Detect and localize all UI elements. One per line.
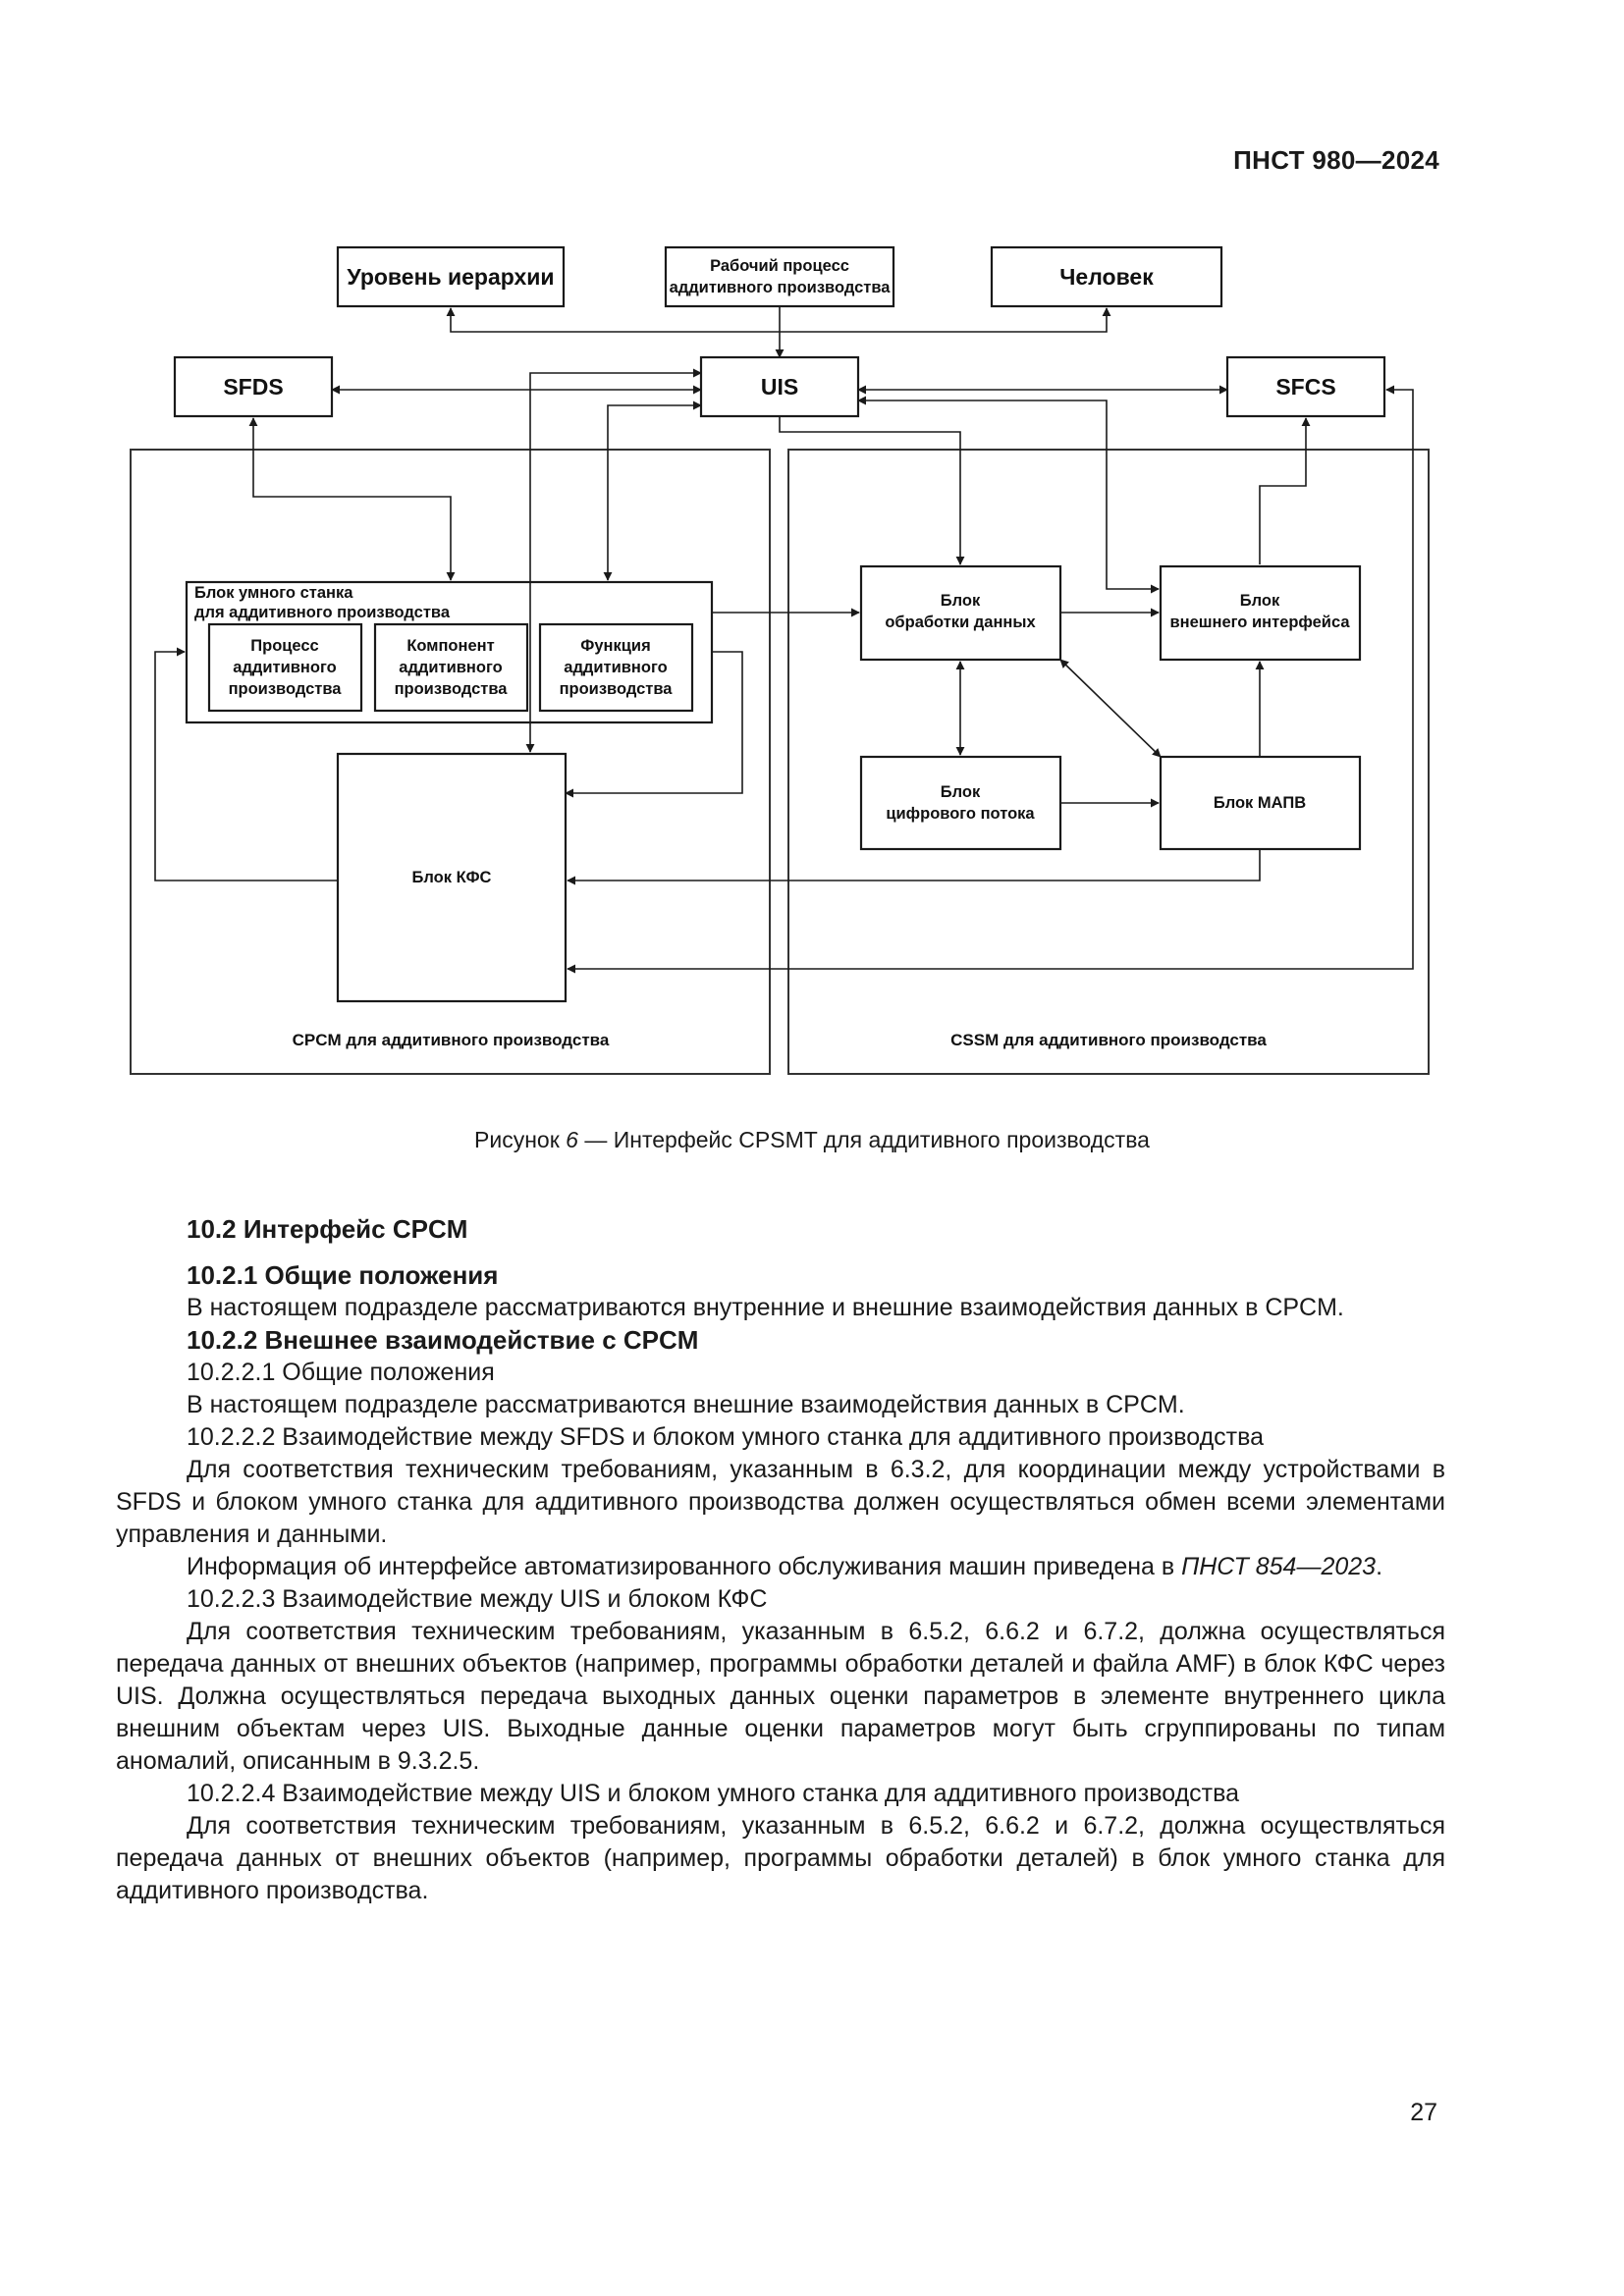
hierarchy-level-label: Уровень иерархии	[347, 264, 554, 290]
hierarchy-level-box	[336, 245, 566, 308]
subheading-10-2-2-4: 10.2.2.4 Взаимодействие между UIS и блок…	[187, 1780, 1240, 1807]
cpsmt-interface-diagram: Уровень иерархии Рабочий процесс аддитив…	[130, 245, 1430, 1075]
connector-smart-kfs	[565, 651, 743, 798]
heading-10-2-1: 10.2.1 Общие положения	[187, 1260, 499, 1290]
am-component-label-1: Компонент	[406, 637, 494, 655]
caption-suffix: — Интерфейс CPSMT для аддитивного произв…	[577, 1127, 1150, 1152]
cpcm-frame-label: CPCM для аддитивного производства	[293, 1031, 610, 1049]
external-interface-label-2: внешнего интерфейса	[1169, 614, 1350, 631]
am-process-label-1: Процесс	[250, 637, 318, 655]
document-code: ПНСТ 980—2024	[1233, 145, 1439, 175]
heading-10-2: 10.2 Интерфейс CPCM	[187, 1214, 468, 1244]
subheading-10-2-2-3: 10.2.2.3 Взаимодействие между UIS и блок…	[187, 1585, 768, 1613]
am-process-label-3: производства	[229, 680, 343, 698]
connector-uis-data	[779, 416, 965, 565]
connector-uis-kfs	[525, 368, 702, 753]
cssm-frame-label: CSSM для аддитивного производства	[950, 1031, 1267, 1049]
connector-top-bus	[446, 307, 1111, 333]
paragraph-6: Для соответствия техническим требованиям…	[116, 1812, 1445, 1904]
heading-10-2-2: 10.2.2 Внешнее взаимодействие с CPCM	[187, 1325, 699, 1355]
paragraph-4-end: .	[1376, 1553, 1383, 1580]
am-component-label-3: производства	[395, 680, 509, 698]
mapv-label: Блок МАПВ	[1214, 794, 1306, 812]
am-workflow-box	[664, 245, 895, 308]
figure-caption: Рисунок 6 — Интерфейс CPSMT для аддитивн…	[0, 1127, 1624, 1153]
human-label: Человек	[1059, 264, 1154, 290]
digital-flow-label-1: Блок	[941, 783, 981, 801]
paragraph-1: В настоящем подразделе рассматриваются в…	[187, 1294, 1344, 1321]
kfs-label: Блок КФС	[412, 869, 492, 886]
am-function-label-1: Функция	[580, 637, 650, 655]
subheading-10-2-2-1: 10.2.2.1 Общие положения	[187, 1359, 495, 1386]
am-process-box	[207, 622, 363, 713]
standard-reference: ПНСТ 854—2023	[1181, 1553, 1377, 1580]
data-processing-label-2: обработки данных	[885, 614, 1036, 631]
caption-prefix: Рисунок	[474, 1127, 567, 1152]
external-interface-label-1: Блок	[1240, 592, 1280, 610]
sfds-label: SFDS	[223, 374, 283, 400]
connector-uis-function	[603, 400, 702, 581]
connector-sfcs-kfs	[567, 385, 1414, 974]
am-process-label-2: аддитивного	[233, 659, 336, 676]
section-body: 10.2 Интерфейс CPCM 10.2.1 Общие положен…	[116, 1213, 1445, 1907]
smart-machine-label-1: Блок умного станка	[194, 584, 353, 602]
connector-kfs-smart	[154, 647, 338, 881]
connector-external-sfcs	[1259, 417, 1311, 564]
am-function-label-3: производства	[560, 680, 674, 698]
connector-data-mapv	[1059, 659, 1162, 758]
caption-number: 6	[566, 1127, 578, 1152]
paragraph-2: В настоящем подразделе рассматриваются в…	[187, 1391, 1185, 1418]
am-workflow-label-2: аддитивного производства	[670, 279, 892, 296]
am-workflow-label-1: Рабочий процесс	[710, 257, 849, 275]
uis-label: UIS	[761, 374, 798, 400]
paragraph-4-text: Информация об интерфейсе автоматизирован…	[187, 1553, 1182, 1580]
connector-uis-external	[857, 396, 1160, 594]
sfcs-label: SFCS	[1275, 374, 1335, 400]
am-component-label-2: аддитивного	[399, 659, 502, 676]
sfds-box	[173, 355, 334, 418]
kfs-box	[336, 752, 568, 1003]
human-box	[990, 245, 1223, 308]
page-number: 27	[1410, 2099, 1437, 2126]
am-component-box	[373, 622, 529, 713]
data-processing-label-1: Блок	[941, 592, 981, 610]
am-function-label-2: аддитивного	[564, 659, 667, 676]
paragraph-5: Для соответствия техническим требованиям…	[116, 1618, 1445, 1775]
connector-sfds-smart	[248, 417, 456, 581]
digital-flow-box	[859, 755, 1062, 851]
paragraph-3: Для соответствия техническим требованиям…	[116, 1456, 1445, 1548]
smart-machine-label-2: для аддитивного производства	[194, 604, 451, 621]
subheading-10-2-2-2: 10.2.2.2 Взаимодействие между SFDS и бло…	[187, 1423, 1265, 1451]
digital-flow-label-2: цифрового потока	[886, 805, 1035, 823]
connector-mapv-kfs	[567, 849, 1261, 885]
paragraph-4: Информация об интерфейсе автоматизирован…	[116, 1551, 1445, 1583]
